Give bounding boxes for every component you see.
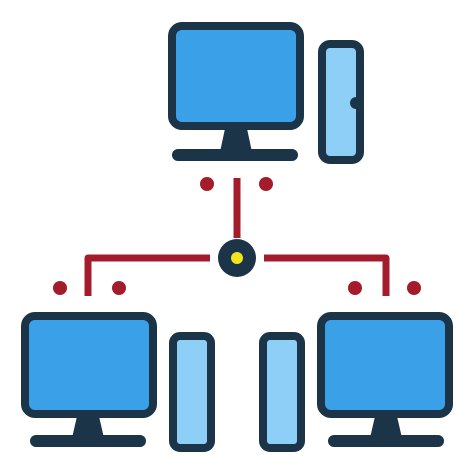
right-monitor-stand: [370, 412, 402, 438]
bottom-left-computer: [21, 312, 215, 452]
bottom-right-computer: [259, 312, 453, 452]
dot-top-right: [259, 177, 273, 191]
dot-top-left: [200, 177, 214, 191]
left-monitor-stand: [72, 412, 104, 438]
right-monitor-base: [328, 435, 444, 447]
left-tower: [169, 332, 215, 452]
left-monitor-base: [30, 435, 146, 447]
connector-right-branch: [264, 254, 390, 296]
right-tower: [259, 332, 305, 452]
dot-right-inner: [348, 281, 362, 295]
network-connector: [53, 177, 421, 296]
connector-left-branch: [84, 254, 210, 296]
top-computer: [168, 22, 364, 164]
dot-left-inner: [112, 281, 126, 295]
top-monitor-stand: [220, 124, 252, 152]
right-monitor-screen: [317, 312, 453, 418]
top-tower-button: [350, 97, 362, 109]
top-monitor-base: [172, 149, 298, 161]
top-monitor-screen: [168, 22, 304, 130]
left-monitor-screen: [21, 312, 157, 418]
dot-right-outer: [407, 281, 421, 295]
hub-center-dot: [231, 252, 243, 264]
dot-left-outer: [53, 281, 67, 295]
